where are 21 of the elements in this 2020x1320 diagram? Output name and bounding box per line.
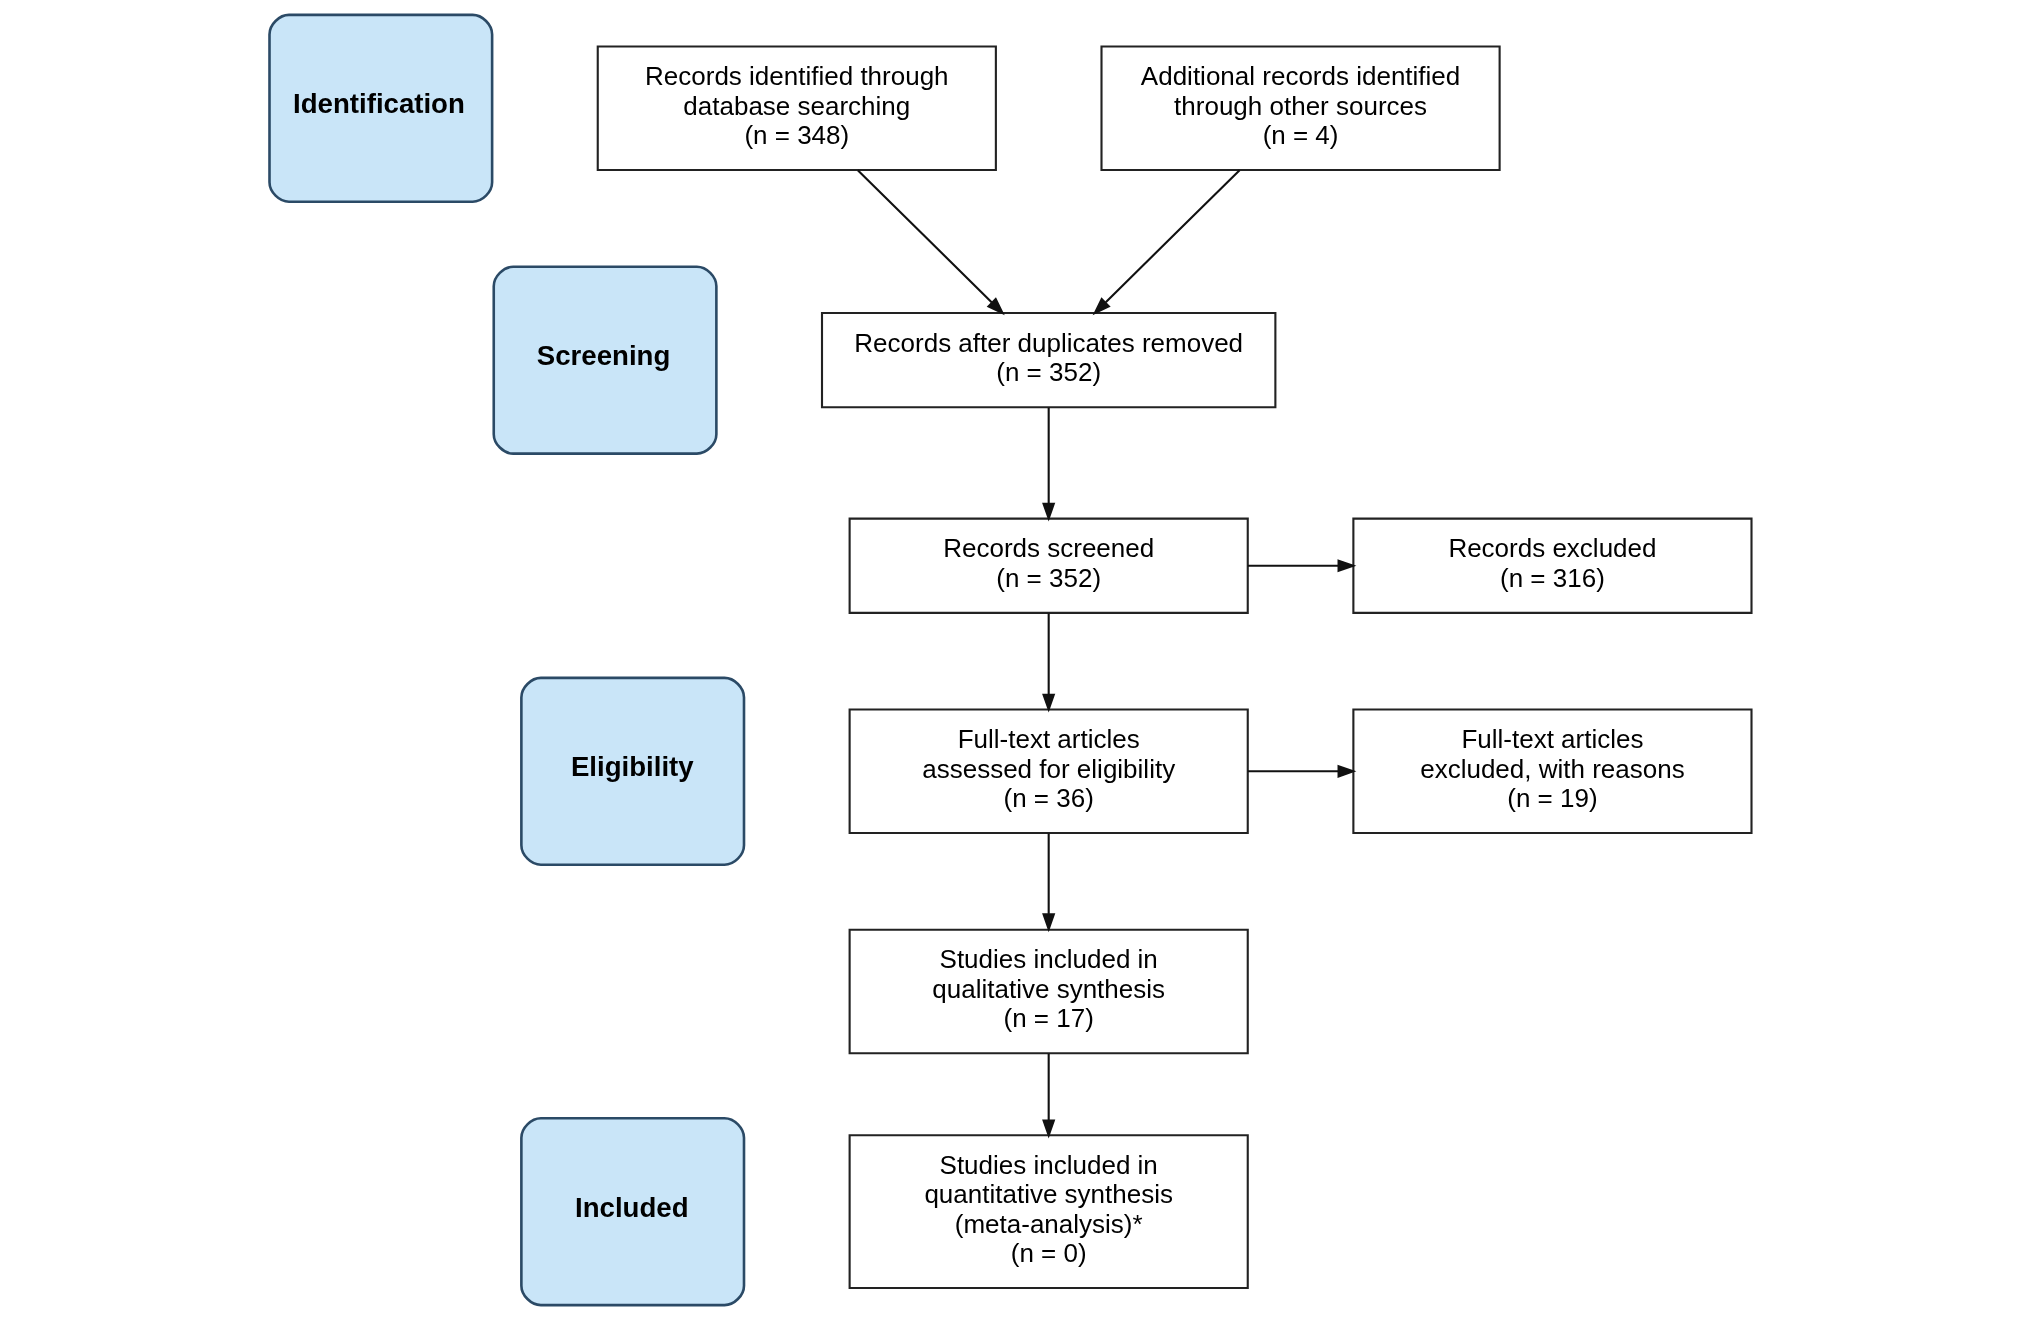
node-box: Additional records identified through other sources (n = 4): [1099, 45, 1501, 172]
arrow: [1041, 833, 1055, 933]
arrow: [856, 169, 1005, 316]
arrow: [1041, 613, 1055, 713]
arrow: [1247, 764, 1356, 778]
node-box: Screening: [491, 265, 718, 455]
node-box: Records after duplicates removed (n = 352): [820, 312, 1276, 409]
node-box: Records identified through database searching (n = 348): [596, 45, 997, 172]
arrow: [1041, 407, 1055, 522]
node-box: Full-text articles assessed for eligibility (n = 36): [848, 708, 1249, 835]
node-box: Eligibility: [519, 676, 745, 867]
arrow: [1247, 559, 1356, 573]
node-box: Identification: [267, 13, 493, 204]
arrow: [1092, 169, 1240, 316]
node-box: Studies included in qualitative synthesis (n = 17): [848, 928, 1249, 1055]
node-box: Included: [519, 1116, 745, 1307]
node-box: Studies included in quantitative synthesis (meta-analysis)* (n = 0): [848, 1134, 1249, 1290]
arrow: [1041, 1053, 1055, 1139]
node-box: Records screened (n = 352): [848, 517, 1249, 614]
node-box: Records excluded (n = 316): [1351, 517, 1753, 614]
node-box: Full-text articles excluded, with reasons (n = 19): [1351, 708, 1753, 835]
